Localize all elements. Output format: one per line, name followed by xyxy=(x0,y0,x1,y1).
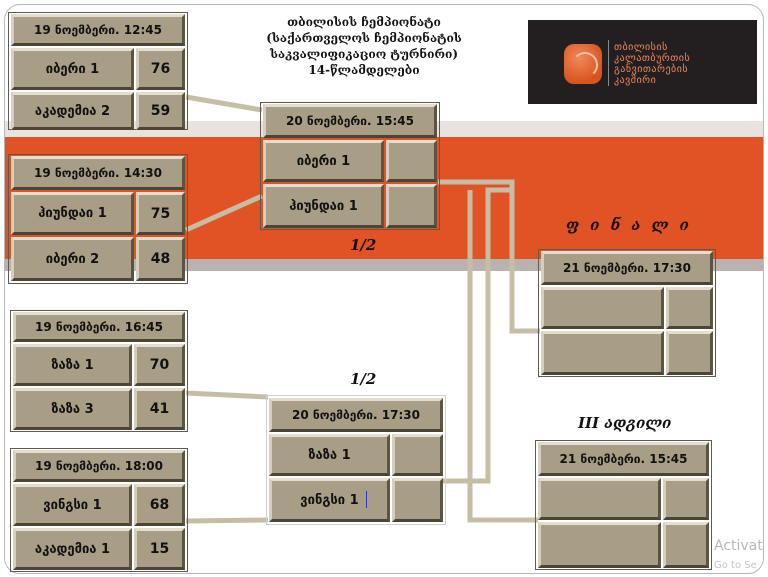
title-line-2: (საქართველოს ჩემპიონატის xyxy=(266,31,462,45)
score-slot[interactable] xyxy=(392,434,443,476)
score-slot[interactable] xyxy=(666,331,713,375)
connector-r1m4-semi2 xyxy=(185,517,269,524)
title-line-1: თბილისის ჩემპიონატი xyxy=(287,15,441,29)
match-header: 19 ნოემბერი. 12:45 xyxy=(11,14,185,46)
score-slot[interactable]: 15 xyxy=(134,528,185,570)
logo-line-3: განვითარების xyxy=(614,64,689,75)
match-header: 20 ნოემბერი. 15:45 xyxy=(263,104,437,138)
connector-semi2-final xyxy=(438,187,512,484)
connector-r1m1-semi1 xyxy=(185,94,263,113)
match-header: 21 ნოემბერი. 15:45 xyxy=(538,442,709,476)
team-slot[interactable]: ჰიუნდაი 1 xyxy=(11,192,134,235)
team-slot[interactable]: ზაზა 1 xyxy=(269,434,390,476)
logo-line-2: კალათბურთის xyxy=(614,53,691,64)
match-r1m2 xyxy=(8,154,188,284)
team-slot[interactable]: იბერი 1 xyxy=(263,140,384,182)
match-header: 19 ნოემბერი. 14:30 xyxy=(11,156,185,190)
team-slot[interactable]: აკადემია 1 xyxy=(13,528,132,570)
match-semi1 xyxy=(260,102,440,230)
connector-r1m3-semi2 xyxy=(185,390,269,400)
semifinal-label: 1/2 xyxy=(350,370,377,388)
logo-divider xyxy=(608,40,609,86)
federation-logo: თბილისის კალათბურთის განვითარების კავშირ… xyxy=(528,20,757,104)
score-slot[interactable]: 59 xyxy=(136,92,185,130)
connector-semi1-final xyxy=(438,179,540,334)
score-slot[interactable] xyxy=(666,287,713,329)
score-slot[interactable] xyxy=(386,184,437,228)
score-slot[interactable]: 75 xyxy=(136,192,185,235)
match-header: 19 ნოემბერი. 18:00 xyxy=(13,450,185,482)
match-header: 21 ნოემბერი. 17:30 xyxy=(541,251,713,285)
team-slot[interactable]: ვინგსი 1 xyxy=(13,484,132,526)
semifinal-label: 1/2 xyxy=(350,236,377,254)
final-label: ფ ი ნ ა ლ ი xyxy=(566,216,692,234)
text-cursor xyxy=(366,491,367,508)
title-line-4: 14-წლამდელები xyxy=(308,63,420,77)
score-slot[interactable] xyxy=(663,478,709,520)
team-slot[interactable]: ზაზა 1 xyxy=(13,344,132,386)
activation-watermark: Activat xyxy=(714,538,763,554)
logo-line-4: კავშირი xyxy=(614,75,657,86)
match-semi2 xyxy=(266,395,446,525)
connector-r1m2-semi1 xyxy=(184,193,264,233)
score-slot[interactable]: 68 xyxy=(134,484,185,526)
logo-line-1: თბილისის xyxy=(614,42,668,53)
score-slot[interactable] xyxy=(663,522,709,568)
match-r1m3 xyxy=(10,310,188,432)
team-slot[interactable]: იბერი 1 xyxy=(11,48,134,90)
connector-semi1-third xyxy=(467,190,538,523)
team-slot[interactable] xyxy=(538,478,661,520)
basketball-logo-icon xyxy=(564,44,602,84)
activation-watermark-sub: Go to Se xyxy=(714,560,757,571)
match-r1m4 xyxy=(10,448,188,572)
team-slot[interactable]: იბერი 2 xyxy=(11,237,134,281)
third-place-label: III ადგილი xyxy=(578,414,672,432)
team-slot[interactable]: ჰიუნდაი 1 xyxy=(263,184,384,228)
score-slot[interactable] xyxy=(386,140,437,182)
logo-text: თბილისის კალათბურთის განვითარების კავშირ… xyxy=(614,42,690,86)
team-slot[interactable] xyxy=(541,331,664,375)
tournament-title: თბილისის ჩემპიონატი (საქართველოს ჩემპიონ… xyxy=(258,14,470,78)
team-slot[interactable]: აკადემია 2 xyxy=(11,92,134,130)
team-slot[interactable]: ზაზა 3 xyxy=(13,388,132,430)
score-slot[interactable]: 76 xyxy=(136,48,185,90)
title-line-3: საკვალიფიკაციო ტურნირი) xyxy=(269,47,459,61)
match-third-place xyxy=(535,440,712,570)
score-slot[interactable]: 48 xyxy=(136,237,185,281)
score-slot[interactable] xyxy=(392,478,443,522)
score-slot[interactable]: 41 xyxy=(134,388,185,430)
score-slot[interactable]: 70 xyxy=(134,344,185,386)
match-header: 20 ნოემბერი. 17:30 xyxy=(269,398,443,432)
team-slot[interactable] xyxy=(538,522,661,568)
match-final xyxy=(538,249,716,377)
team-slot[interactable] xyxy=(541,287,664,329)
team-slot[interactable]: ვინგსი 1 xyxy=(269,478,390,522)
match-header: 19 ნოემბერი. 16:45 xyxy=(13,312,185,342)
